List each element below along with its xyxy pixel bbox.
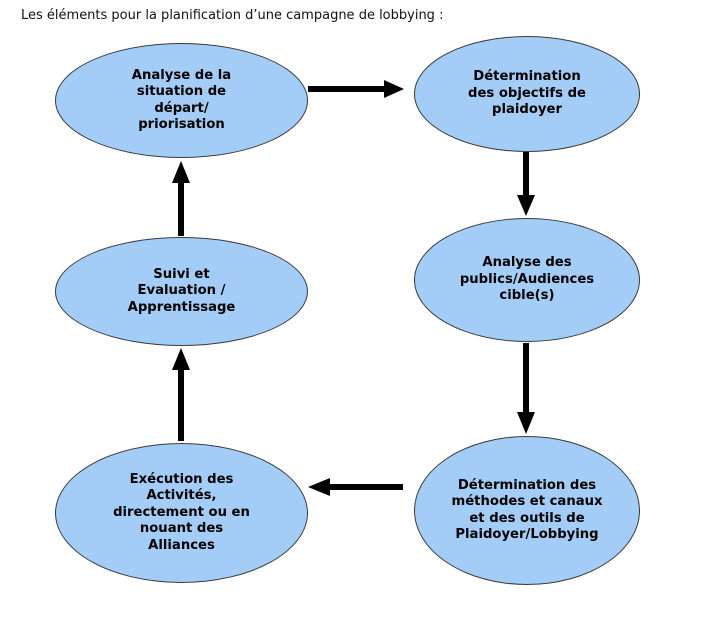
- arrow-evaluation-to-analysis: [172, 161, 190, 236]
- arrow-execution-to-evaluation: [172, 348, 190, 441]
- node-objectives: Détermination des objectifs de plaidoyer: [414, 36, 640, 152]
- arrow-analysis-to-objectives: [308, 80, 404, 98]
- node-execution: Exécution des Activités, directement ou …: [55, 443, 308, 583]
- node-audiences: Analyse des publics/Audiences cible(s): [414, 218, 640, 342]
- node-analysis: Analyse de la situation de départ/ prior…: [55, 43, 308, 158]
- arrow-audiences-to-methods: [517, 343, 535, 434]
- arrow-methods-to-execution: [308, 478, 403, 496]
- node-evaluation: Suivi et Evaluation / Apprentissage: [55, 237, 308, 346]
- arrow-objectives-to-audiences: [517, 152, 535, 216]
- diagram-caption: Les éléments pour la planification d’une…: [21, 8, 444, 23]
- node-methods: Détermination des méthodes et canaux et …: [414, 436, 640, 585]
